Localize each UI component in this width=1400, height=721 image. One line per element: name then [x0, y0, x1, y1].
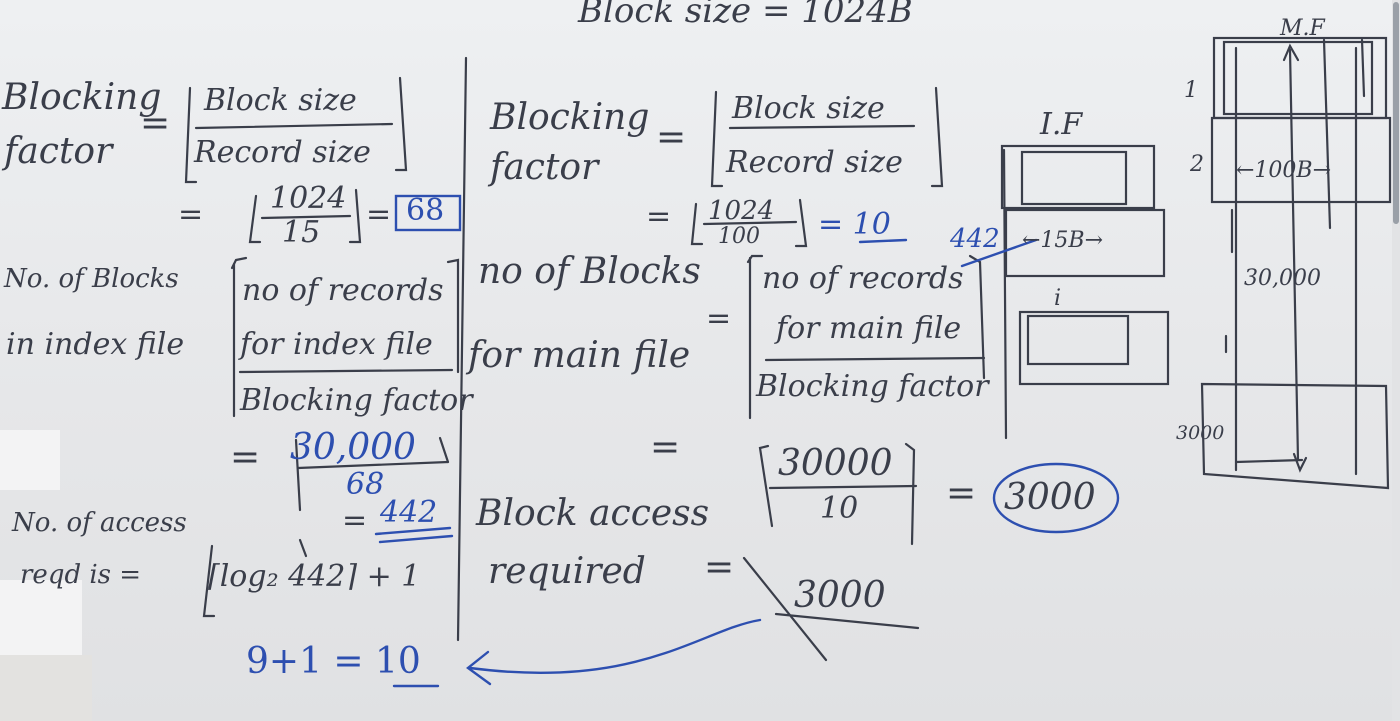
main-blocks-result: 3000: [1004, 477, 1096, 518]
mid-equals-sign: =: [656, 117, 687, 158]
mid-division-numerator: 30000: [778, 443, 893, 484]
index-file-continuation: i: [1054, 286, 1062, 311]
division-denominator: 68: [346, 467, 385, 502]
scrollbar-thumb[interactable]: [1393, 2, 1399, 224]
left-edge-patch: [0, 430, 60, 490]
blocking-factor-label-2: factor: [4, 131, 113, 172]
mid-blocks-equals: =: [706, 301, 732, 336]
final-access-result: 9+1 = 10: [246, 641, 421, 682]
mid-calc-numerator: 1024: [708, 196, 775, 226]
block-size-numerator: Block size: [204, 83, 357, 118]
main-file-title: M.F: [1280, 16, 1325, 41]
mid-blocks-numerator-2: for main file: [776, 311, 962, 346]
division-numerator: 30,000: [290, 427, 416, 468]
vertical-scrollbar[interactable]: [1392, 0, 1400, 721]
mid-blocking-factor-label-1: Blocking: [490, 97, 650, 138]
mid-access-label-1: Block access: [476, 493, 710, 534]
block-size-header: Block size = 1024B: [578, 0, 913, 31]
mid-record-size-denominator: Record size: [726, 145, 903, 180]
main-last-row: 3000: [1176, 422, 1225, 444]
mid-blocking-factor-label-2: factor: [490, 147, 599, 188]
mid-blocks-numerator-1: no of records: [762, 261, 964, 296]
mid-calc-denominator: 100: [718, 224, 760, 249]
blocks-denominator: Blocking factor: [240, 383, 473, 418]
main-access-result: 3000: [794, 575, 886, 616]
blocks-numerator-1: no of records: [242, 273, 444, 308]
blocking-factor-label-1: Blocking: [2, 77, 162, 118]
mid-block-size-numerator: Block size: [732, 91, 885, 126]
calc-equals: =: [178, 197, 204, 232]
index-block-count-marker: 442: [950, 224, 1000, 254]
record-size-denominator: Record size: [194, 135, 371, 170]
mid-blocks-label-2: for main file: [468, 335, 691, 376]
mid-division-result-equals: =: [946, 473, 977, 514]
calc-numerator: 1024: [270, 181, 347, 216]
main-record-count: 30,000: [1244, 266, 1321, 291]
index-file-title: I.F: [1040, 107, 1083, 142]
blocks-numerator-2: for index file: [240, 327, 433, 362]
equals-sign: =: [140, 103, 171, 144]
equals-sign-2: =: [230, 437, 261, 478]
index-blocks-result: 442: [380, 495, 438, 530]
blocks-label-1: No. of Blocks: [4, 264, 179, 294]
main-row-2: 2: [1190, 152, 1204, 177]
main-record-size: ←100B→: [1236, 158, 1332, 183]
calc-result-equals: =: [366, 197, 392, 232]
division-result-equals: =: [342, 503, 368, 538]
mid-blocks-label-1: no of Blocks: [478, 251, 701, 292]
mid-calc-equals: =: [646, 199, 672, 234]
mid-access-label-2: required: [488, 551, 646, 592]
index-record-size: ←15B→: [1022, 228, 1104, 253]
mid-division-denominator: 10: [820, 491, 859, 526]
blocks-label-2: in index file: [6, 327, 185, 362]
access-label-1: No. of access: [12, 508, 187, 538]
access-formula: ⌈log₂ 442⌉ + 1: [208, 559, 421, 594]
left-edge-patch: [0, 655, 92, 721]
mid-blocks-denominator: Blocking factor: [756, 369, 989, 404]
access-label-2: reqd is =: [20, 560, 142, 590]
main-row-1: 1: [1184, 78, 1198, 103]
calc-denominator: 15: [282, 215, 321, 250]
mid-access-equals: =: [704, 547, 735, 588]
mid-division-equals: =: [650, 427, 681, 468]
blocking-factor-result: 68: [406, 193, 445, 228]
mid-blocking-factor-result: = 10: [818, 207, 891, 242]
